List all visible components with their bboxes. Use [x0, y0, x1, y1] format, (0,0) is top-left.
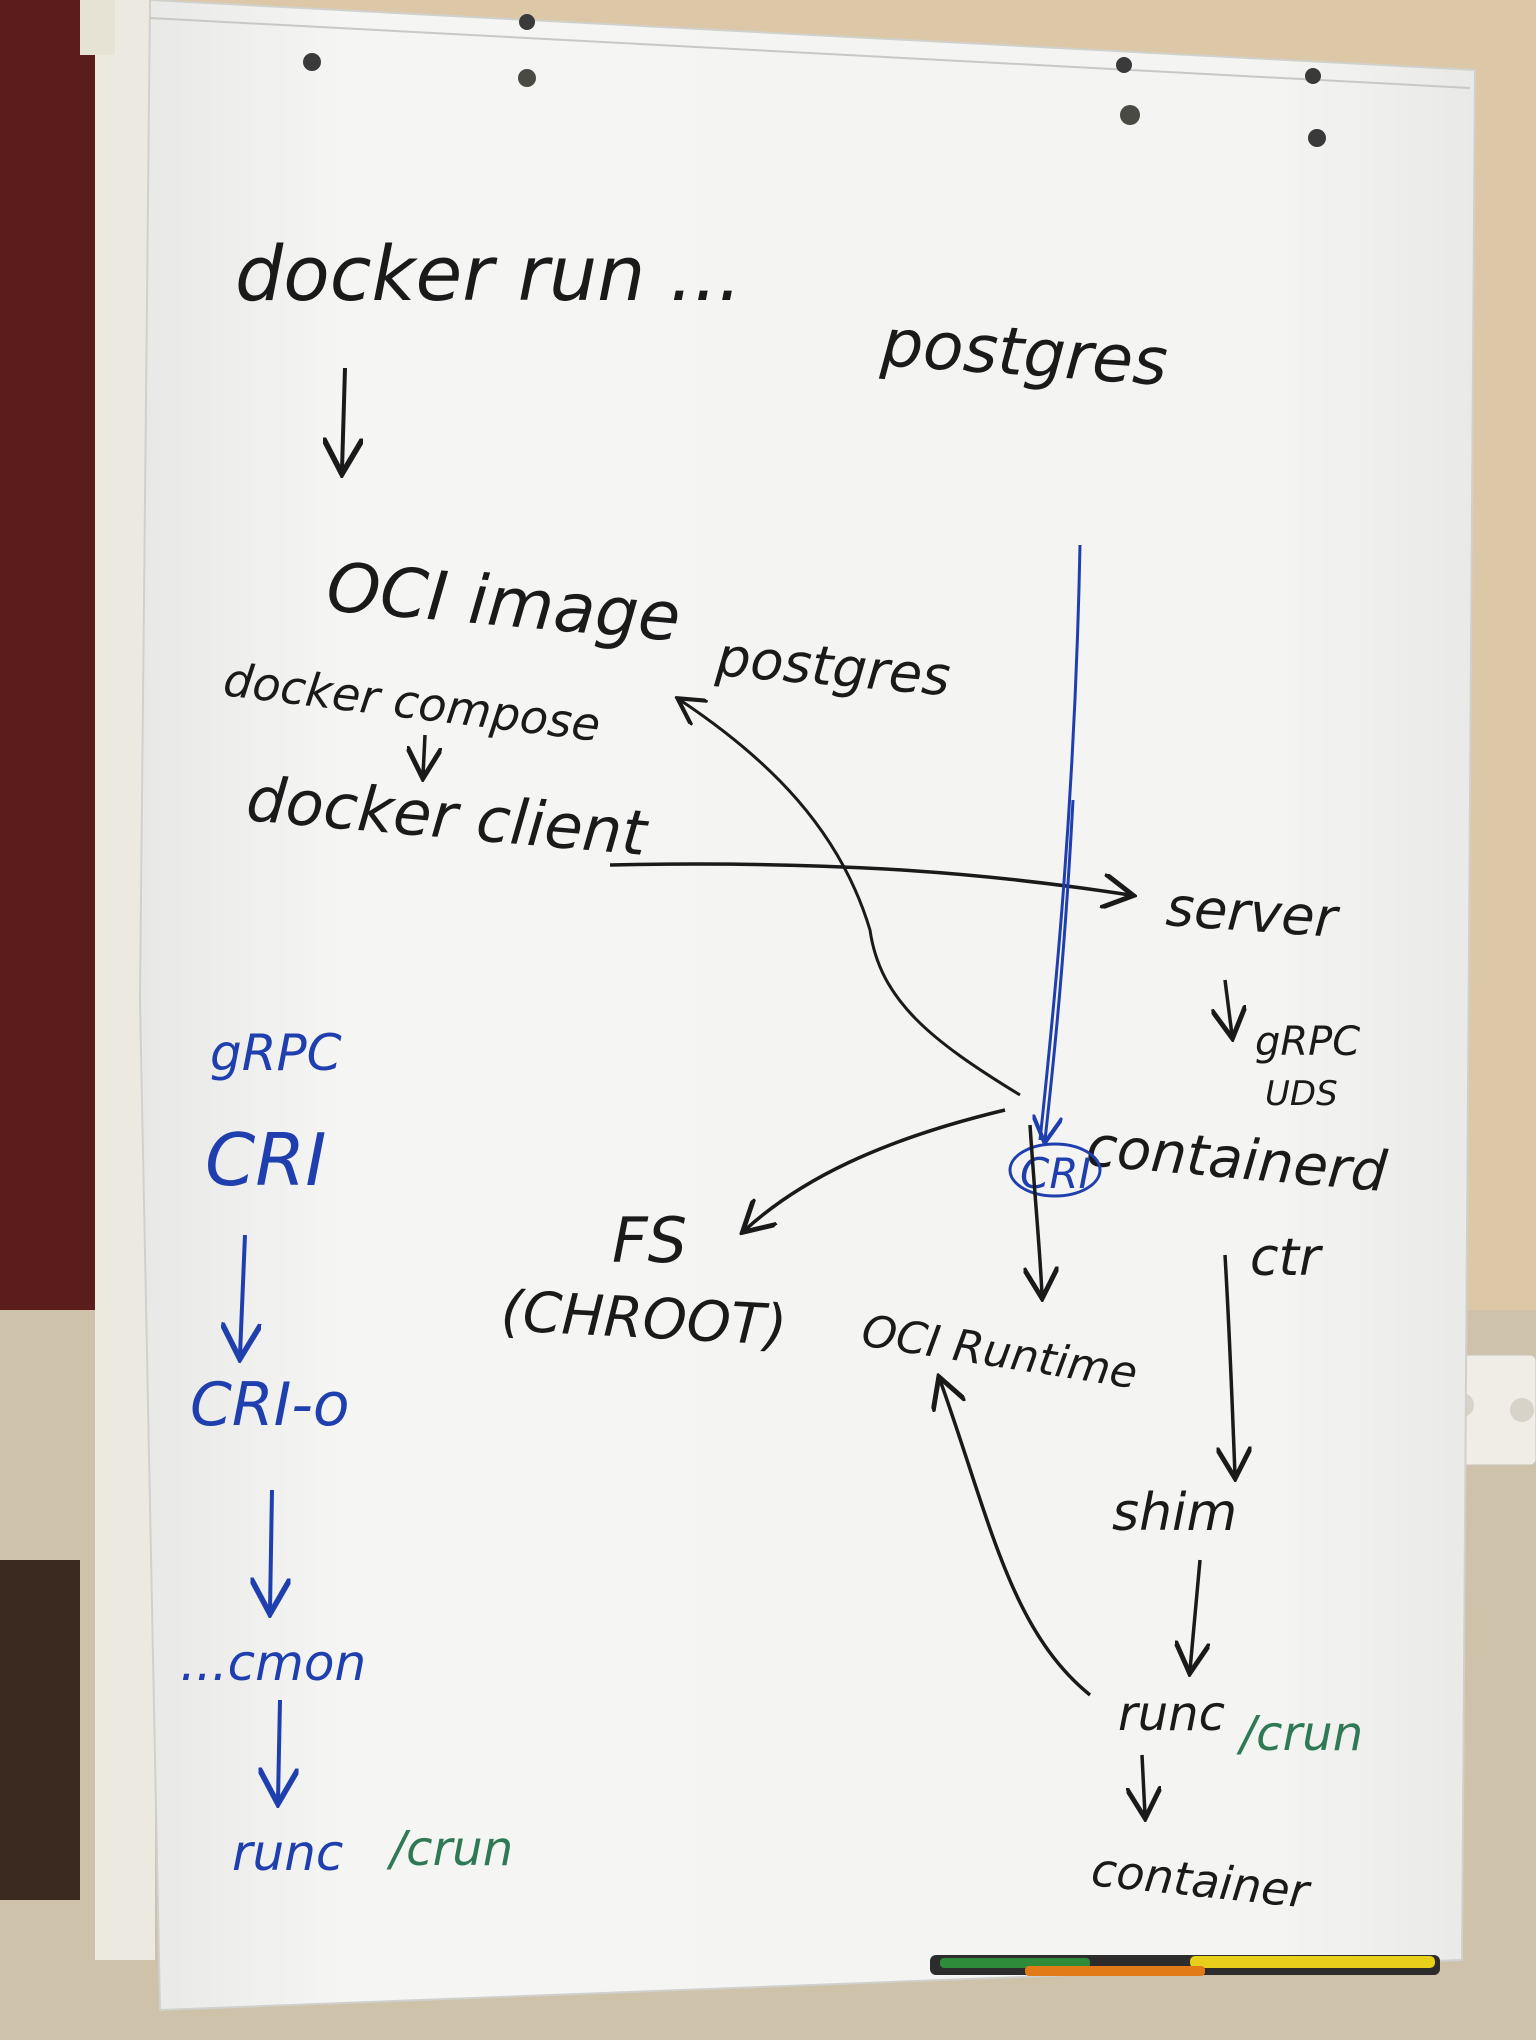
arrow-icon: [1030, 1124, 1042, 1295]
board-clip: [80, 0, 115, 55]
grpc-uds-line1: gRPC: [1255, 1019, 1360, 1065]
arrow-icon: [1225, 1254, 1235, 1475]
arrow-icon: [1142, 1754, 1145, 1815]
cri-left-label: CRI: [205, 1118, 327, 1202]
arrow-icon: [342, 367, 345, 470]
arrow-icon: [609, 862, 1130, 895]
marker-yellow: [1190, 1956, 1435, 1968]
arrow-icon: [680, 700, 1021, 1097]
punch-hole: [1308, 129, 1326, 147]
marker-green: [940, 1958, 1090, 1968]
crun-right-label: /crun: [1236, 1706, 1363, 1762]
server-label: server: [1164, 875, 1342, 950]
arrow-icon: [278, 1699, 280, 1800]
arrow-icon: [1045, 799, 1075, 1140]
punch-hole: [1305, 68, 1321, 84]
punch-hole: [518, 69, 536, 87]
grpc-uds-line2: UDS: [1265, 1074, 1338, 1114]
punch-hole: [519, 14, 535, 30]
runc-right-label: runc: [1118, 1686, 1225, 1742]
arrow-icon: [1190, 1559, 1200, 1670]
runc-left-label: runc: [232, 1824, 343, 1882]
perforation-line: [149, 17, 1471, 89]
arrow-icon: [1038, 544, 1082, 1141]
conmon-label: ...cmon: [180, 1634, 366, 1692]
arrow-icon: [940, 1380, 1092, 1697]
crun-left-label: /crun: [386, 1821, 513, 1877]
arrow-icon: [423, 734, 425, 775]
fs-label: FS: [612, 1204, 687, 1277]
shim-label: shim: [1112, 1483, 1237, 1543]
arrow-icon: [240, 1234, 245, 1355]
arrow-icon: [745, 1108, 1006, 1230]
ctr-label: ctr: [1250, 1228, 1324, 1288]
paper-sheet: [138, 0, 1477, 2012]
punch-hole: [1120, 105, 1140, 125]
marker-orange: [1025, 1966, 1205, 1976]
punch-hole: [1116, 57, 1132, 73]
docker-run-label: docker run ...: [235, 229, 742, 318]
punch-hole: [303, 53, 321, 71]
chroot-label: (CHROOT): [499, 1279, 788, 1359]
socket-hole: [1510, 1398, 1534, 1422]
grpc-left-label: gRPC: [210, 1024, 342, 1082]
arrow-icon: [270, 1489, 272, 1610]
arrow-icon: [1225, 979, 1232, 1035]
cri-o-label: CRI-o: [190, 1370, 350, 1440]
easel-leg: [0, 1560, 80, 1900]
